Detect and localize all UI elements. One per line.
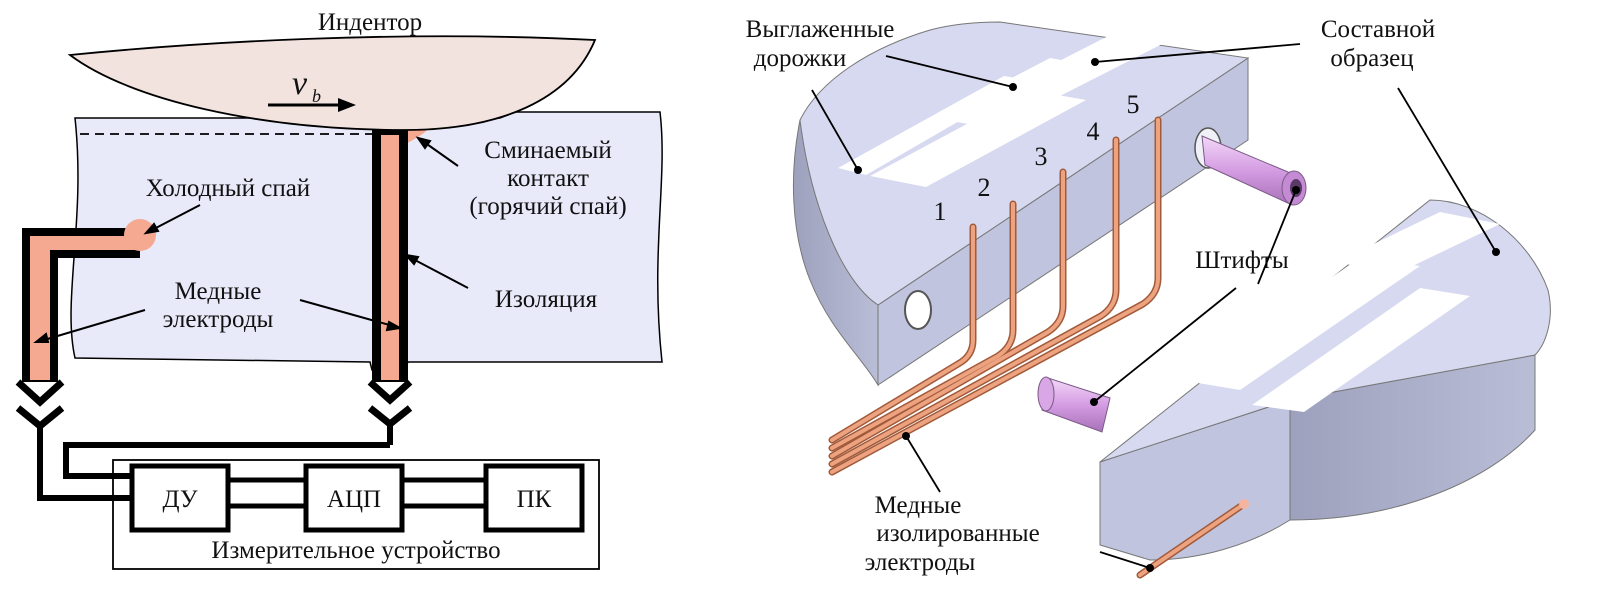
right-electrode-copper — [381, 135, 399, 380]
velocity-symbol: v — [292, 65, 308, 102]
cold-junction-label: Холодный спай — [146, 175, 310, 202]
left-electrode-insulation — [22, 228, 140, 382]
pin-right — [1201, 135, 1307, 206]
electrode-number-5: 5 — [1127, 90, 1140, 119]
insulated-electrodes-label-3: электроды — [865, 549, 976, 576]
front-block-front — [1099, 399, 1291, 561]
front-track-1 — [1180, 258, 1420, 390]
block-du-label: ДУ — [162, 486, 197, 513]
pin-left — [1037, 376, 1111, 433]
left-electrode-copper — [30, 236, 140, 380]
copper-electrodes-label-1: Медные — [175, 278, 262, 305]
crushed-contact-label-3: (горячий спай) — [469, 193, 626, 220]
electrode-wires — [828, 116, 1162, 476]
front-track-2 — [1252, 288, 1470, 412]
block-adc — [303, 463, 405, 533]
electrode-number-1: 1 — [934, 197, 947, 226]
velocity-subscript: b — [312, 86, 321, 106]
electrode-number-4: 4 — [1087, 117, 1100, 146]
right-leader-lines — [811, 43, 1497, 569]
cold-junction — [124, 219, 156, 251]
wire-left — [37, 426, 132, 501]
block-pc — [483, 463, 585, 533]
crushed-contact-label-1: Сминаемый — [484, 137, 611, 164]
composite-sample-view: 1 2 3 4 5 Выглаженные дорожки Составной … — [746, 16, 1551, 579]
insulated-electrodes-label-2: изолированные — [876, 520, 1039, 547]
pins-label: Штифты — [1195, 247, 1289, 274]
device-label: Измерительное устройство — [211, 537, 500, 564]
wire-right — [63, 442, 390, 479]
indenter-label: Индентор — [318, 9, 422, 36]
velocity-arrow: v b — [268, 65, 356, 112]
indenter — [67, 35, 597, 131]
right-connector — [367, 379, 413, 405]
electrode-number-3: 3 — [1035, 142, 1048, 171]
back-block-hole — [904, 290, 932, 330]
back-block-top — [799, 21, 1250, 306]
composite-sample-label-2: образец — [1330, 45, 1413, 72]
left-leader-arrows — [33, 136, 469, 343]
block-pc-label: ПК — [517, 486, 552, 513]
insulation-label: Изоляция — [495, 286, 598, 313]
smoothed-tracks-label-2: дорожки — [754, 45, 846, 72]
measuring-device — [112, 459, 600, 570]
copper-electrodes-label-2: электроды — [163, 306, 274, 333]
thermocouple-scheme: v b ДУ АЦП ПК Измерительное устройство — [15, 9, 663, 570]
insulated-electrodes-label-1: Медные — [875, 492, 962, 519]
crushed-contact-label-2: контакт — [507, 165, 589, 192]
block-du — [129, 463, 231, 533]
block-adc-label: АЦП — [327, 486, 381, 513]
front-block-side — [1289, 354, 1536, 521]
composite-sample-label-1: Составной — [1321, 16, 1435, 43]
electrode-number-2: 2 — [978, 173, 991, 202]
front-block — [1037, 199, 1551, 579]
smoothed-tracks-label-1: Выглаженные — [746, 16, 895, 43]
left-connector — [15, 379, 65, 407]
